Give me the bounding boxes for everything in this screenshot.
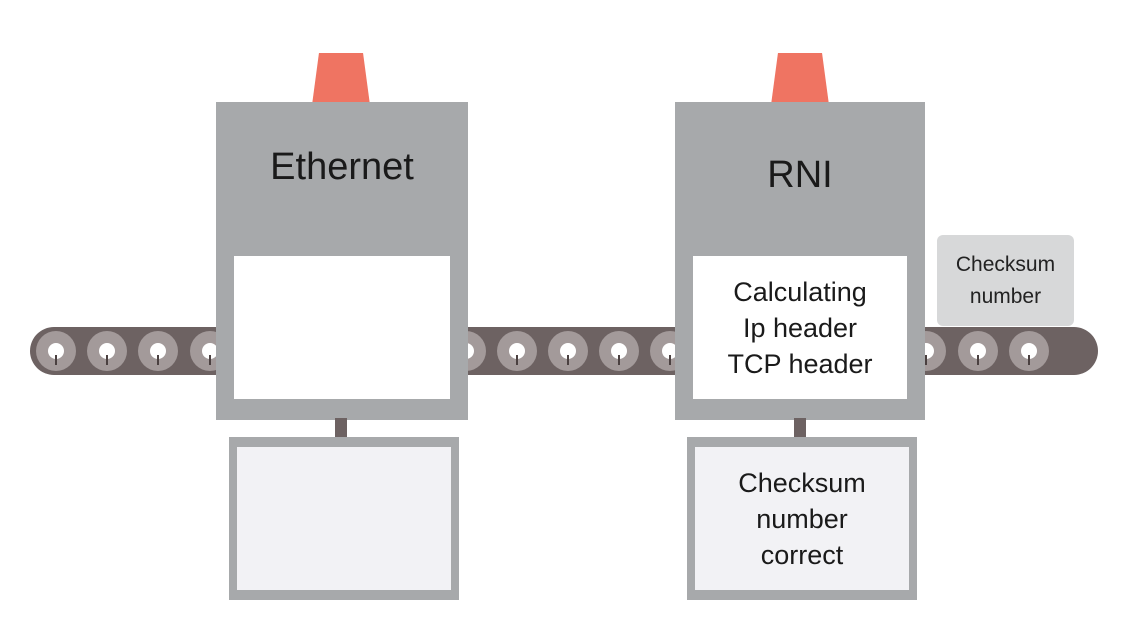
rni-monitor-line: Checksum [738,467,866,498]
rni-machine-title: RNI [767,154,833,196]
ethernet-monitor-screen [237,447,451,590]
packet-line: number [969,284,1042,308]
roller-hub [150,343,166,359]
rni-monitor: Checksum number correct [687,437,917,600]
rni-monitor-line: correct [760,539,844,570]
roller-tick [157,355,159,365]
roller-tick [1028,355,1030,365]
belt-roller [958,331,998,371]
rni-machine: RNI Calculating Ip header TCP header [675,102,925,420]
roller-tick [669,355,671,365]
rni-monitor-stem [794,418,806,438]
ethernet-monitor-stem [335,418,347,438]
roller-tick [209,355,211,365]
ethernet-machine-title: Ethernet [270,146,414,188]
ethernet-machine-window [234,256,450,399]
roller-tick [977,355,979,365]
roller-hub [202,343,218,359]
ethernet-machine: Ethernet [216,102,468,420]
packet-line: Checksum [955,252,1056,276]
roller-tick [567,355,569,365]
belt-roller [87,331,127,371]
belt-roller [138,331,178,371]
ethernet-monitor [229,437,459,600]
roller-hub [509,343,525,359]
rni-warning-lamp [771,53,829,105]
roller-hub [48,343,64,359]
rni-window-line: TCP header [727,348,873,379]
roller-hub [560,343,576,359]
belt-roller [548,331,588,371]
checksum-packet: Checksum number [937,235,1074,326]
roller-tick [55,355,57,365]
rni-machine-window: Calculating Ip header TCP header [693,256,907,399]
rni-monitor-line: number [756,503,848,534]
roller-hub [99,343,115,359]
belt-roller [36,331,76,371]
belt-roller [1009,331,1049,371]
belt-roller [497,331,537,371]
roller-tick [618,355,620,365]
rni-window-line: Ip header [742,312,858,343]
roller-tick [925,355,927,365]
roller-hub [662,343,678,359]
rni-window-line: Calculating [733,276,867,307]
roller-hub [1021,343,1037,359]
roller-tick [106,355,108,365]
belt-roller [599,331,639,371]
roller-hub [970,343,986,359]
rni-monitor-screen: Checksum number correct [695,447,909,590]
ethernet-warning-lamp [312,53,370,105]
roller-hub [611,343,627,359]
roller-tick [516,355,518,365]
